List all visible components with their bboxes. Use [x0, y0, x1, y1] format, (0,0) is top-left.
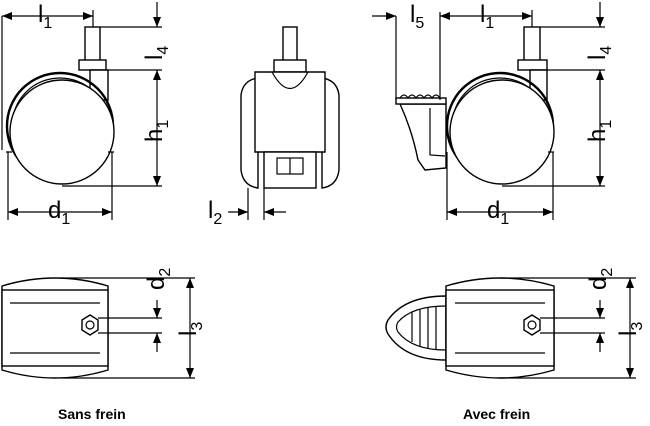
dim-label-l5: l5	[410, 1, 424, 32]
top-view-with-brake-dimensions	[500, 277, 636, 379]
dim-label-d2-brake: d2	[585, 268, 616, 290]
dim-label-l1-brake: l1	[480, 1, 494, 32]
dim-label-h1: h1	[141, 120, 172, 142]
side-view-with-brake-dimensions	[372, 2, 605, 220]
dim-label-l3: l3	[175, 322, 206, 336]
dim-label-d1: d1	[48, 197, 70, 228]
front-view	[240, 26, 340, 189]
dim-label-l3-brake: l3	[615, 322, 646, 336]
caption-with-brake: Avec frein	[463, 406, 531, 422]
dim-label-d2: d2	[143, 268, 174, 290]
dim-label-l4-brake: l4	[584, 46, 615, 60]
dim-label-h1-brake: h1	[584, 120, 615, 142]
side-view-without-brake	[5, 26, 115, 185]
top-view-with-brake	[385, 277, 555, 379]
dim-label-l1: l1	[38, 1, 52, 32]
side-view-with-brake	[395, 26, 555, 185]
top-view-without-brake	[1, 277, 109, 379]
front-view-dimensions	[228, 188, 286, 220]
top-view-without-brake-dimensions	[60, 277, 195, 379]
dim-label-l4: l4	[141, 46, 172, 60]
side-view-without-brake-dimensions	[1, 2, 162, 220]
caption-without-brake: Sans frein	[58, 406, 126, 422]
dim-label-d1-brake: d1	[487, 197, 509, 228]
dim-label-l2: l2	[208, 197, 222, 228]
